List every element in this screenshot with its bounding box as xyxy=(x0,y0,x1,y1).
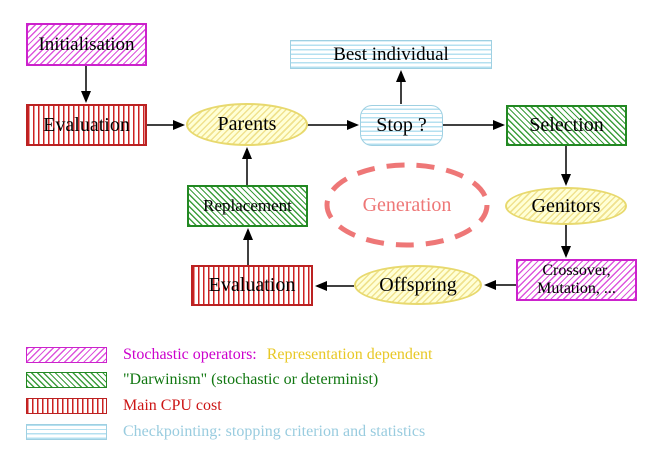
legend-swatch-magenta-hatch xyxy=(26,346,107,363)
legend-swatch-green-hatch xyxy=(26,371,107,388)
legend-row-stochastic-operators: Stochastic operators: Representation dep… xyxy=(26,346,432,363)
legend-swatch-cyan-stripes xyxy=(26,423,107,440)
legend-label-darwinism: "Darwinism" (stochastic or determinist) xyxy=(123,370,379,388)
crossover-label-line2: Mutation, ... xyxy=(537,280,616,297)
generation-label: Generation xyxy=(362,193,452,216)
legend-label-representation-dependent: Representation dependent xyxy=(266,345,433,363)
crossover-mutation-node: Crossover, Mutation, ... xyxy=(516,259,637,301)
selection-node: Selection xyxy=(506,105,627,146)
genitors-node: Genitors xyxy=(505,187,627,225)
generation-dashed-ellipse xyxy=(324,162,490,248)
legend-label-main-cpu-cost: Main CPU cost xyxy=(123,396,222,414)
legend-row-checkpointing: Checkpointing: stopping criterion and st… xyxy=(26,423,425,440)
crossover-label-line1: Crossover, xyxy=(542,262,611,279)
generation-cycle: Generation xyxy=(322,161,492,249)
legend-row-darwinism: "Darwinism" (stochastic or determinist) xyxy=(26,371,378,388)
evaluation-bottom-node: Evaluation xyxy=(191,265,313,306)
parents-node: Parents xyxy=(186,103,308,146)
legend-row-main-cpu-cost: Main CPU cost xyxy=(26,397,222,414)
stop-node: Stop ? xyxy=(360,105,443,146)
evaluation-top-node: Evaluation xyxy=(26,104,147,146)
initialisation-node: Initialisation xyxy=(26,23,147,66)
legend-label-stochastic-operators: Stochastic operators: xyxy=(123,345,257,363)
legend-label-checkpointing: Checkpointing: stopping criterion and st… xyxy=(123,422,426,440)
best-individual-node: Best individual xyxy=(290,40,492,69)
legend-swatch-red-stripes xyxy=(26,397,107,414)
replacement-node: Replacement xyxy=(187,185,308,227)
offspring-node: Offspring xyxy=(354,265,482,305)
